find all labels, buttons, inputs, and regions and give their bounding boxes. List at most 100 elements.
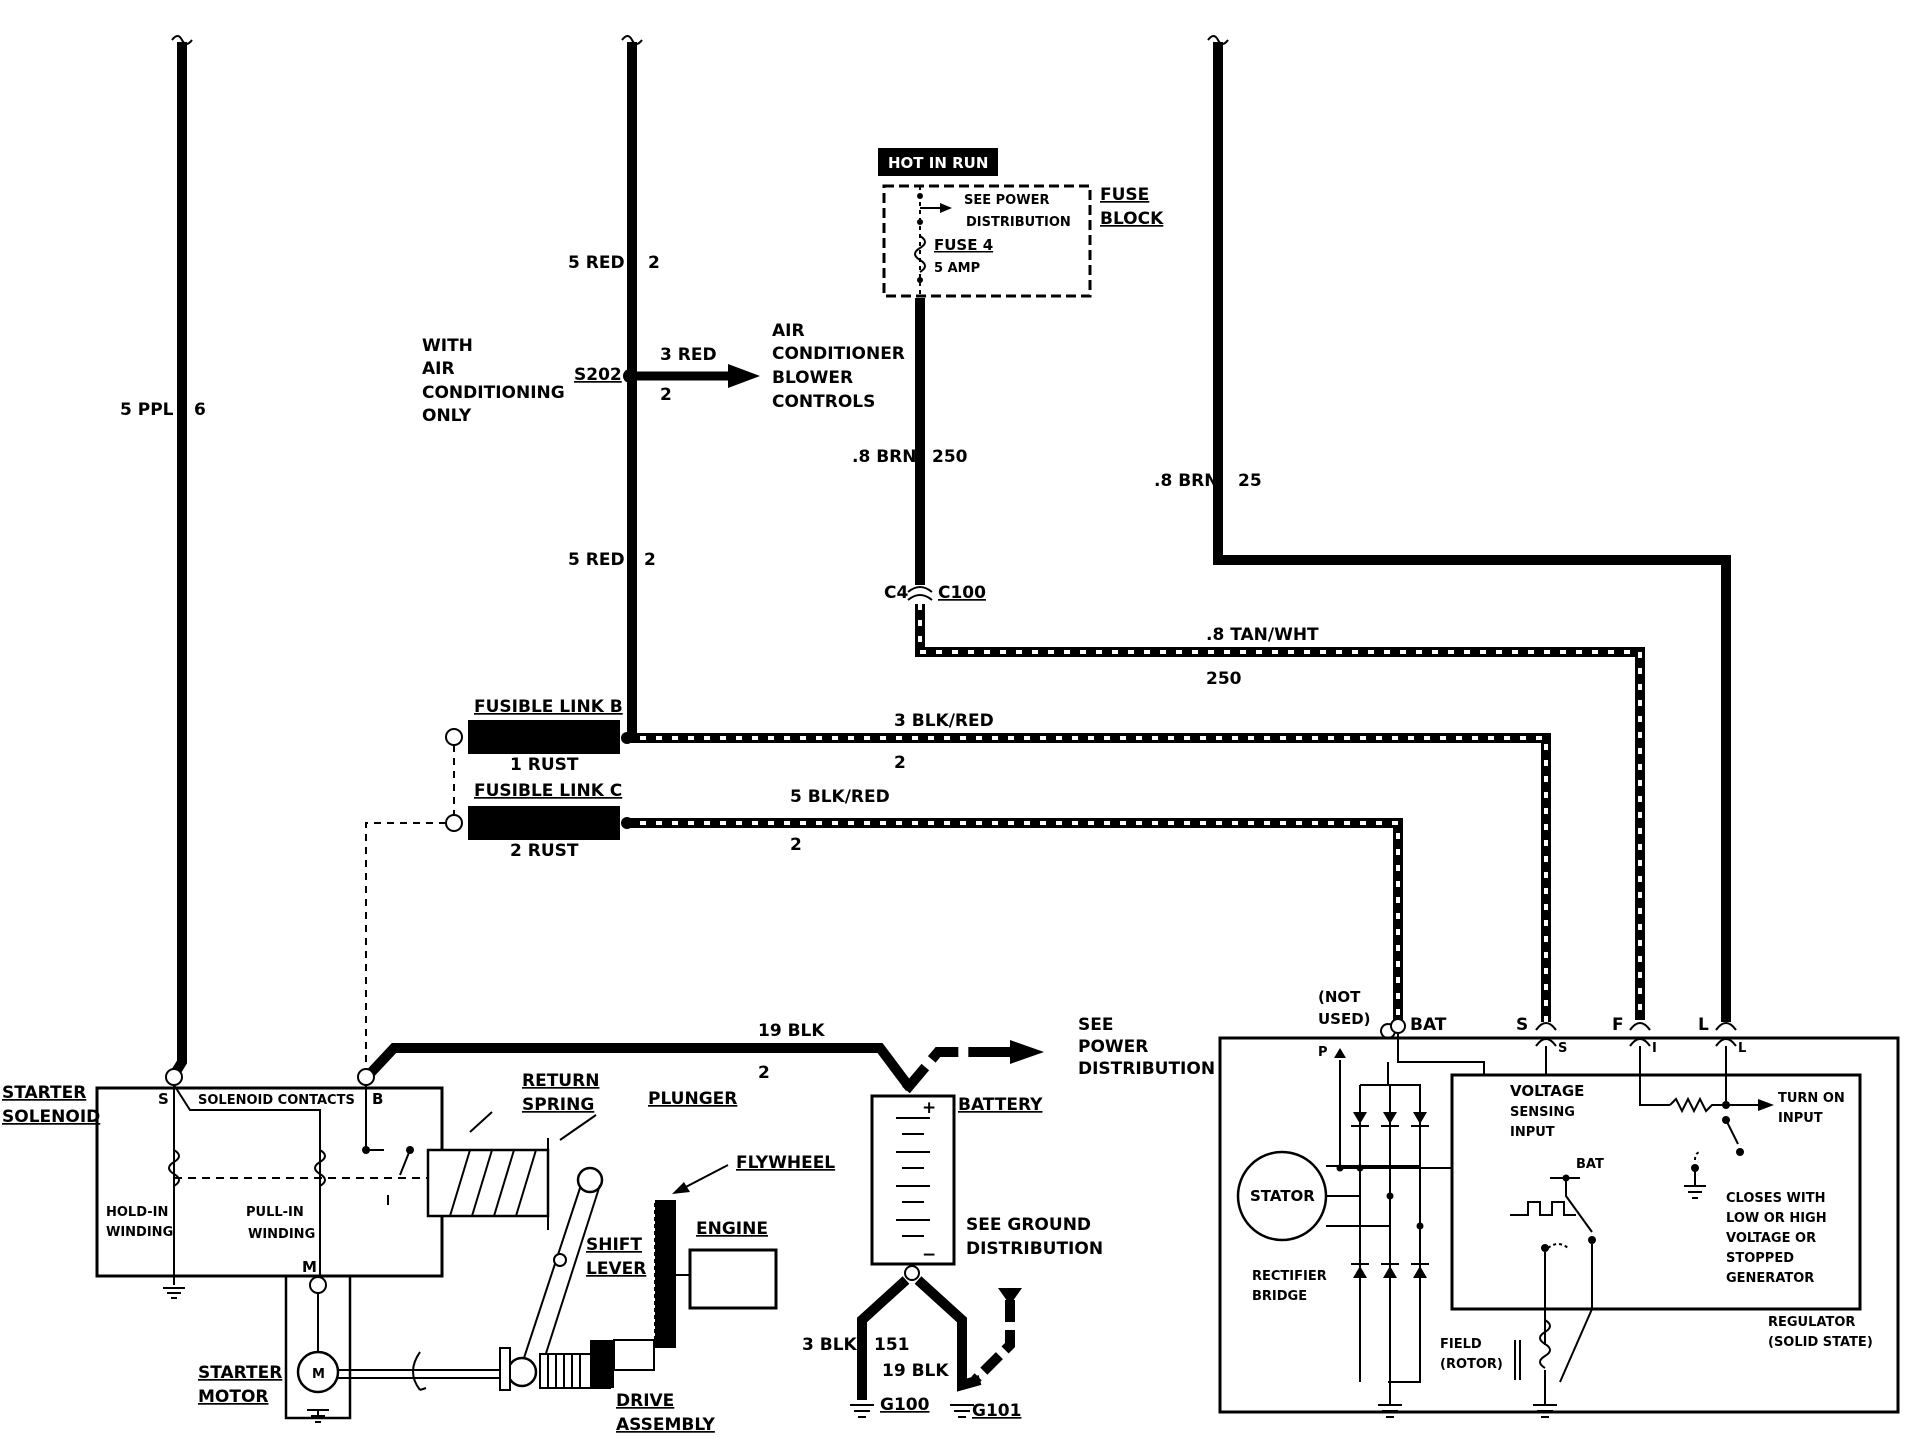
l-inner-label: L: [1738, 1041, 1746, 1056]
fuse-see-power-2: DISTRIBUTION: [966, 215, 1071, 230]
label-blk-19-circuit: 2: [758, 1063, 770, 1083]
ac-label-2: CONDITIONER: [772, 344, 905, 364]
ground-icon: [1533, 1404, 1557, 1418]
splice-note-1: WITH: [422, 336, 473, 356]
closes-label-4: STOPPED: [1726, 1251, 1794, 1266]
fuse-4-icon: [914, 235, 926, 273]
terminal-bat-label: BAT: [1410, 1015, 1447, 1035]
shift-lever: [519, 1184, 601, 1373]
wire-5-ppl: [169, 42, 187, 1078]
fusible-link-b-terminal: [445, 728, 463, 746]
ground-g100-label: G100: [880, 1395, 930, 1415]
hot-in-run-badge: [878, 148, 998, 176]
starter-solenoid-label-2: SOLENOID: [2, 1107, 100, 1127]
label-blk-3-size: 3 BLK: [802, 1335, 858, 1355]
return-spring-icon: [449, 1149, 537, 1217]
s-inner-label: S: [1558, 1041, 1567, 1056]
label-red-bottom-circuit: 2: [644, 550, 656, 570]
rectifier-label-2: BRIDGE: [1252, 1289, 1307, 1304]
ground-icon: [163, 1276, 185, 1299]
see-power-1: SEE: [1078, 1015, 1113, 1035]
terminal-s-label: S: [158, 1090, 169, 1108]
wire-8-brn-25: [1213, 42, 1731, 1022]
label-brn-right-circuit: 25: [1238, 471, 1262, 491]
label-blk-red-5-circuit: 2: [790, 835, 802, 855]
regulator-box: [1450, 1073, 1862, 1311]
terminal-f-hook: [1629, 1022, 1651, 1031]
splice-note-3: CONDITIONING: [422, 383, 565, 403]
drive-assembly-label-1: DRIVE: [616, 1391, 674, 1411]
terminal-s-hook: [1535, 1022, 1557, 1031]
fusible-link-b-wire: 1 RUST: [510, 755, 579, 775]
ac-label-3: BLOWER: [772, 368, 853, 388]
battery-plus: +: [922, 1098, 936, 1118]
ground-icon: [307, 1409, 329, 1423]
label-tan-wht-size: .8 TAN/WHT: [1206, 625, 1319, 645]
closes-label-3: VOLTAGE OR: [1726, 1231, 1816, 1246]
terminal-f-label: F: [1612, 1015, 1624, 1035]
terminal-s-label-gen: S: [1516, 1015, 1528, 1035]
voltage-sensing-label-1: VOLTAGE: [1510, 1082, 1584, 1100]
starter-motor-label-2: MOTOR: [198, 1387, 269, 1407]
label-ppl-size: 5 PPL: [120, 400, 174, 420]
wire-break-icon: [1207, 35, 1229, 45]
ac-label-4: CONTROLS: [772, 392, 875, 412]
pull-in-label-1: PULL-IN: [246, 1205, 304, 1220]
engine-label: ENGINE: [696, 1219, 768, 1239]
field-rotor-icon: [1539, 1319, 1551, 1369]
splice-note-4: ONLY: [422, 406, 472, 426]
regulator-label-2: (SOLID STATE): [1768, 1335, 1873, 1350]
fuse-block-title-2: BLOCK: [1100, 209, 1164, 229]
starter-motor-label-1: STARTER: [198, 1363, 282, 1383]
voltage-sensing-label-3: INPUT: [1510, 1125, 1555, 1140]
label-brn-fuse-size: .8 BRN: [852, 447, 916, 467]
ground-icon: [1378, 1404, 1402, 1418]
rectifier-diodes: [1351, 1112, 1429, 1278]
regulator-label-1: REGULATOR: [1768, 1315, 1855, 1330]
label-red-bottom-size: 5 RED: [568, 550, 625, 570]
pull-in-label-2: WINDING: [248, 1227, 315, 1242]
hot-in-run-label: HOT IN RUN: [888, 154, 988, 172]
drive-assembly-label-2: ASSEMBLY: [616, 1415, 716, 1435]
label-blk-19-size: 19 BLK: [758, 1021, 825, 1041]
resistor-icon: [1669, 1096, 1726, 1114]
wire-3-blk-19-blk-ground: [857, 1276, 982, 1400]
label-brn-right-size: .8 BRN: [1154, 471, 1218, 491]
fuse-block-box: [882, 184, 1092, 298]
not-used-label-1: (NOT: [1318, 988, 1361, 1006]
dashed-link-to-b-terminal: [365, 822, 446, 1070]
wire-3-blk-red: [626, 733, 1551, 1022]
label-blk-3-circuit: 151: [874, 1335, 910, 1355]
turn-on-label-1: TURN ON: [1778, 1091, 1845, 1106]
wire-19-blk: [362, 1043, 914, 1091]
terminal-l-label: L: [1698, 1015, 1709, 1035]
stator-label: STATOR: [1250, 1187, 1315, 1205]
terminal-s: [165, 1068, 183, 1086]
flywheel-label: FLYWHEEL: [736, 1153, 835, 1173]
wire-8-tan-wht: [915, 604, 1645, 1020]
label-blk-red-3-circuit: 2: [894, 753, 906, 773]
flywheel: [654, 1200, 676, 1348]
terminal-m: [309, 1276, 327, 1294]
battery-cells-icon: [896, 1117, 930, 1237]
fusible-link-c-wire: 2 RUST: [510, 841, 579, 861]
label-red-top-size: 5 RED: [568, 253, 625, 273]
plunger-label: PLUNGER: [648, 1089, 737, 1109]
not-used-label-2: USED): [1318, 1010, 1371, 1028]
terminal-l-hook: [1715, 1022, 1737, 1031]
starter-solenoid-label-1: STARTER: [2, 1083, 86, 1103]
voltage-sensing-label-2: SENSING: [1510, 1105, 1575, 1120]
field-label-2: (ROTOR): [1440, 1357, 1503, 1372]
shift-lever-label-2: LEVER: [586, 1259, 646, 1279]
pulse-icon: [1510, 1201, 1576, 1216]
ground-g100-icon: [850, 1404, 874, 1418]
terminal-b: [357, 1068, 375, 1086]
label-brn-fuse-circuit: 250: [932, 447, 968, 467]
engine-box: [688, 1248, 778, 1310]
motor-symbol: M: [312, 1367, 325, 1382]
turn-on-label-2: INPUT: [1778, 1111, 1823, 1126]
label-red-branch-circuit: 2: [660, 385, 672, 405]
see-ground-2: DISTRIBUTION: [966, 1239, 1103, 1259]
